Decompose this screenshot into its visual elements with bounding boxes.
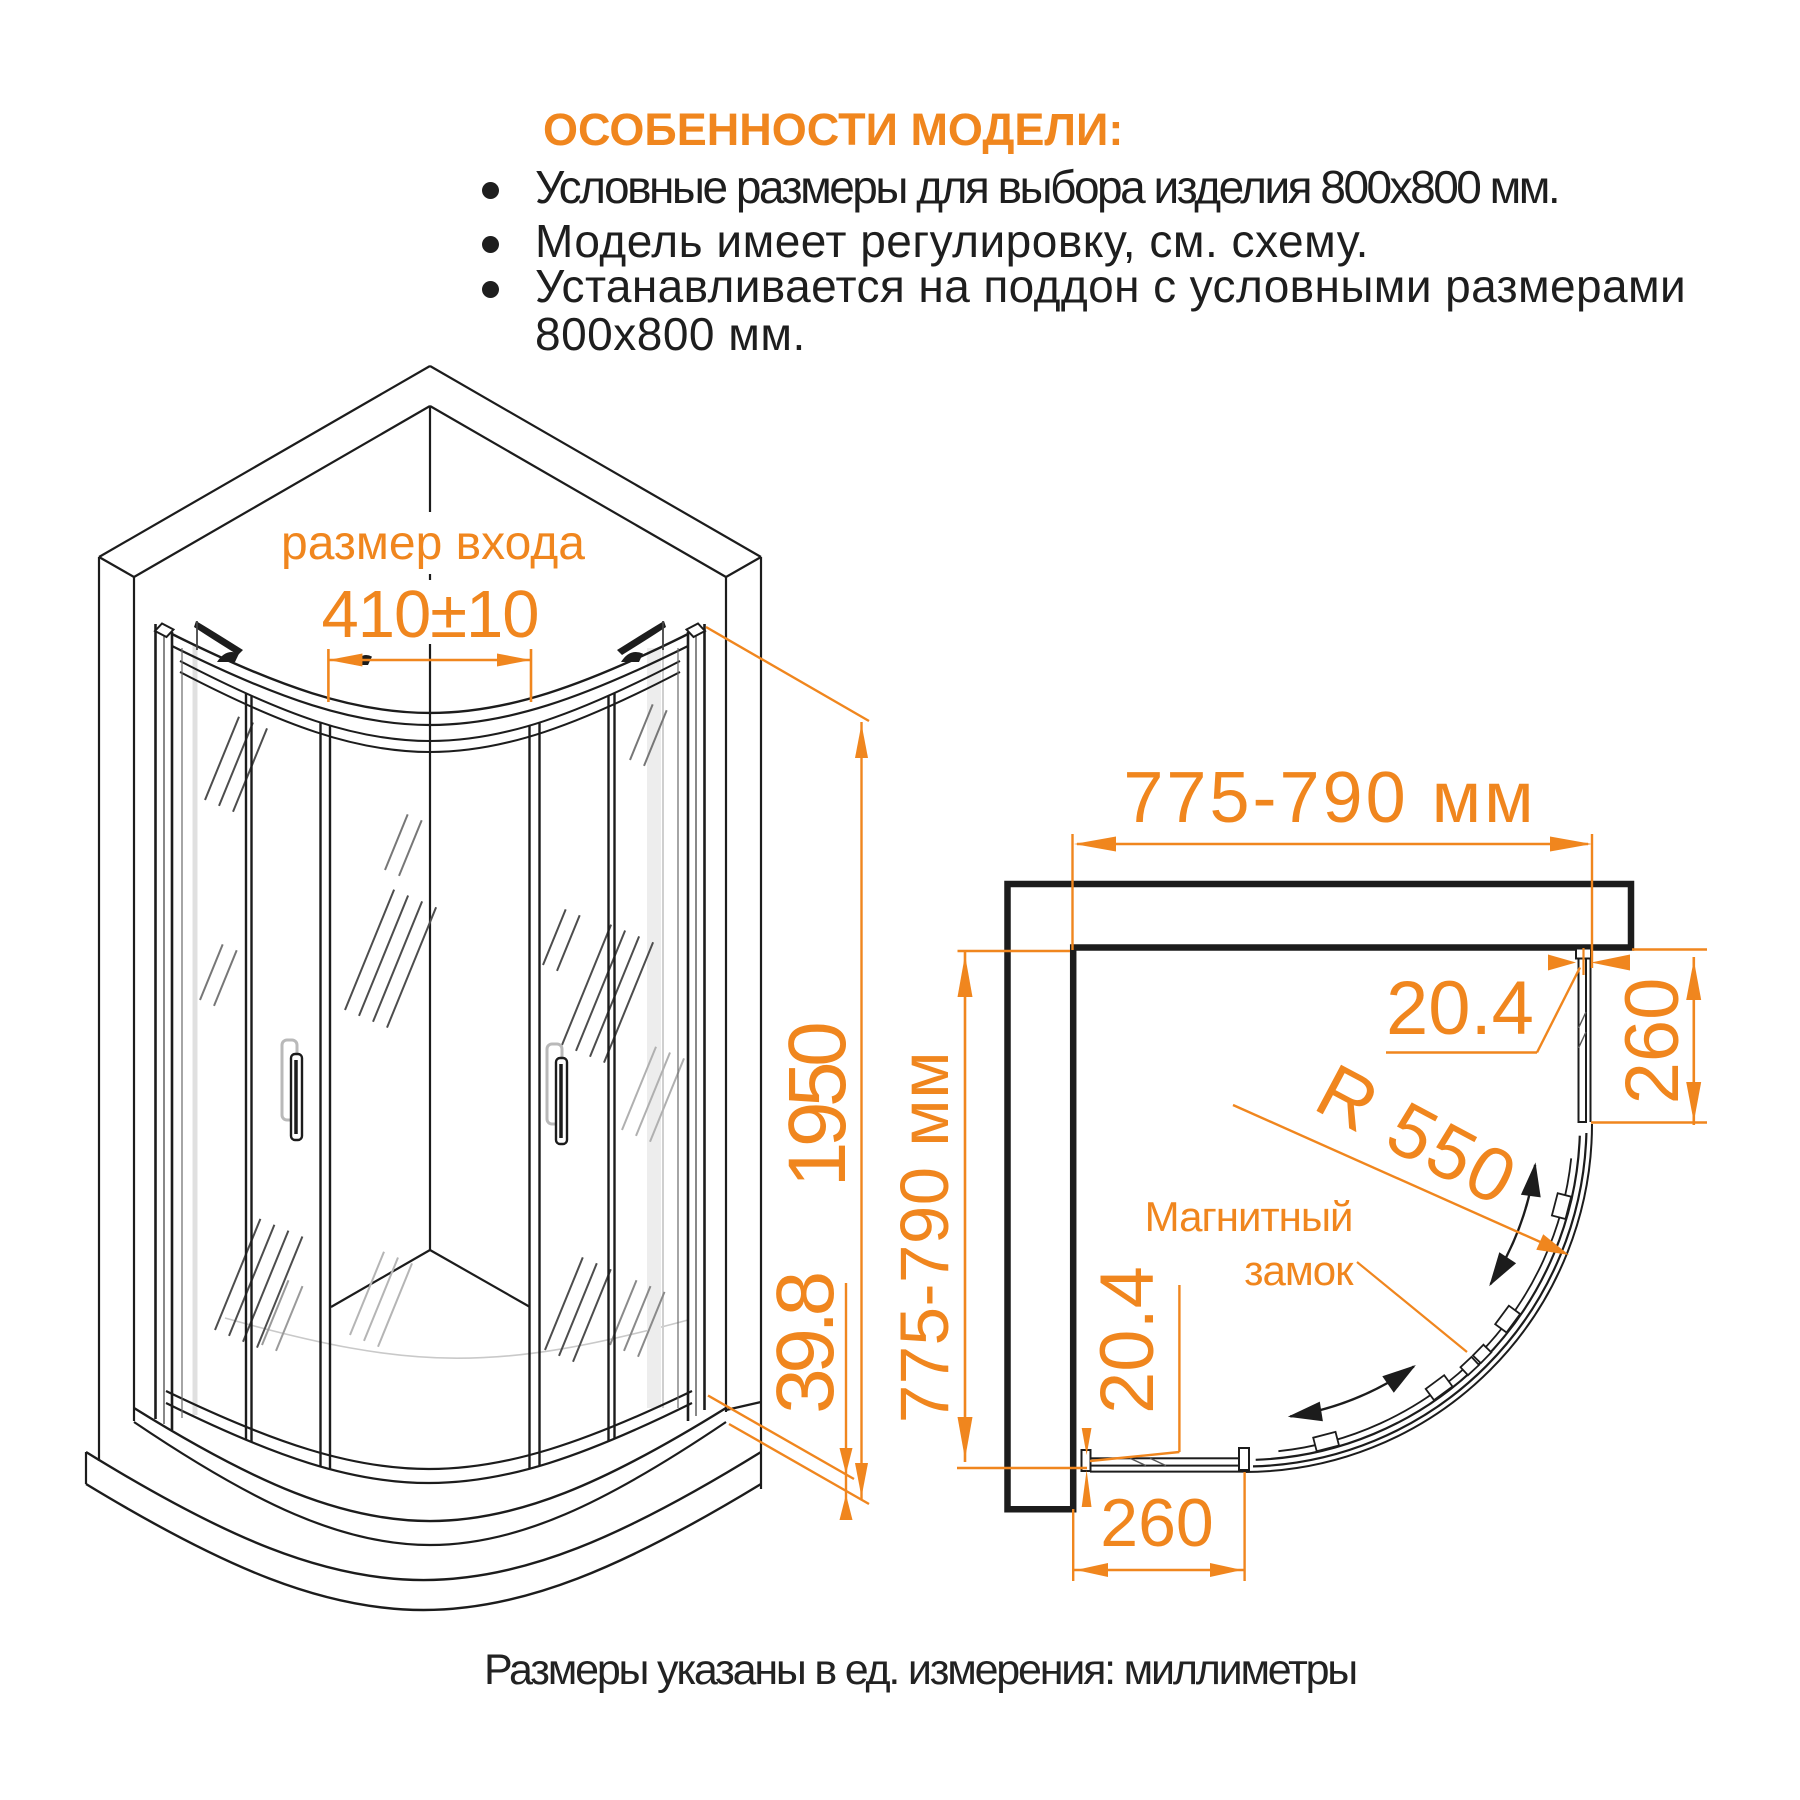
svg-text:775-790 мм: 775-790 мм [886,1051,963,1423]
svg-text:39.8: 39.8 [760,1273,851,1413]
svg-text:410±10: 410±10 [321,577,538,652]
svg-text:260: 260 [1610,978,1695,1105]
svg-text:1950: 1950 [772,1024,863,1187]
svg-text:20.4: 20.4 [1085,1266,1170,1414]
svg-text:775-790 мм: 775-790 мм [1123,758,1536,838]
svg-text:20.4: 20.4 [1386,966,1534,1051]
svg-text:замок: замок [1244,1247,1354,1294]
svg-text:Магнитный: Магнитный [1145,1193,1353,1240]
svg-text:размер входа: размер входа [281,517,585,570]
svg-text:260: 260 [1100,1485,1213,1561]
